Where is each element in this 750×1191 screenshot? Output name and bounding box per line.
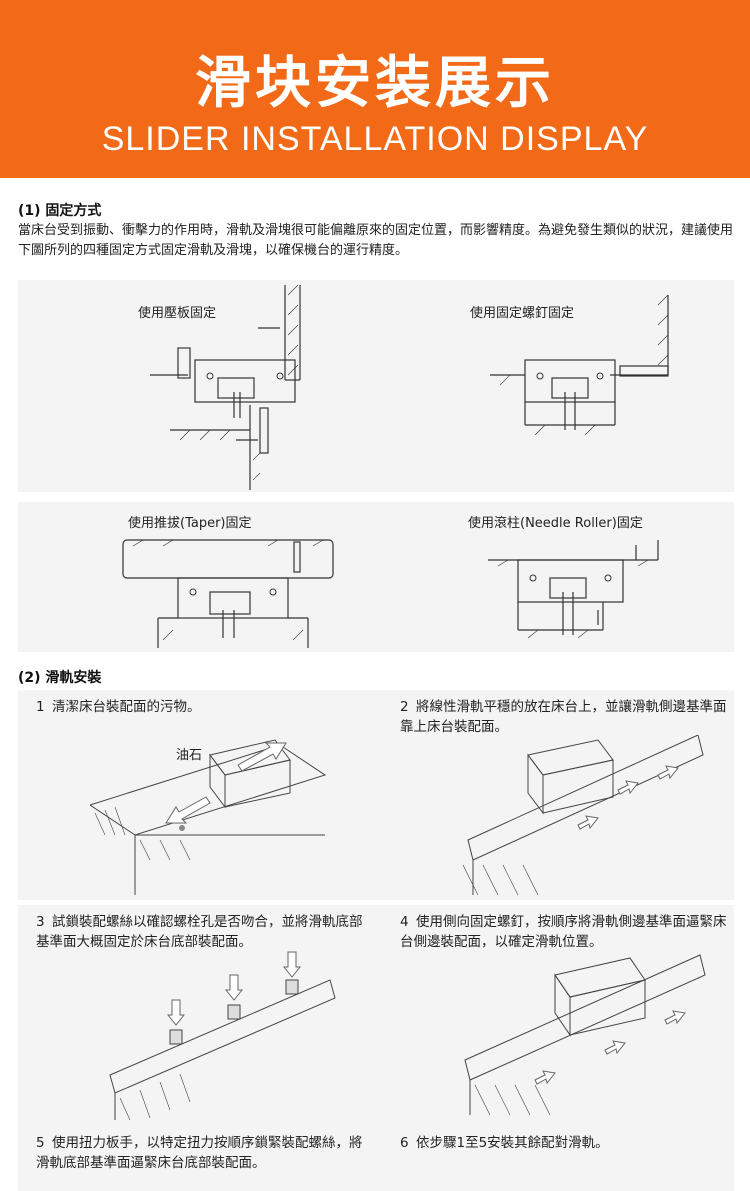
method-caption-screw: 使用固定螺釘固定 [470, 306, 575, 321]
method-caption-taper: 使用推拔(Taper)固定 [128, 516, 252, 531]
install-panel-row2 [18, 905, 734, 1130]
banner-subtitle: SLIDER INSTALLATION DISPLAY [101, 120, 649, 158]
screw-fixing-drawing [480, 280, 680, 492]
side-screw-drawing [455, 950, 710, 1125]
taper-fixing-drawing [118, 530, 348, 652]
clamp-fixing-drawing [140, 280, 340, 492]
place-rail-drawing [458, 735, 708, 900]
method-caption-clamp: 使用壓板固定 [138, 306, 217, 321]
install-panel-row3 [18, 1125, 734, 1191]
banner-title: 滑块安装展示 [195, 51, 555, 116]
section-fixing-description: 當床台受到振動、衝擊力的作用時，滑軌及滑塊很可能偏離原來的固定位置，而影響精度。… [18, 223, 734, 258]
header-banner: 滑块安装展示 SLIDER INSTALLATION DISPLAY [0, 0, 750, 178]
section-rail-install-title: (2) 滑軌安裝 [18, 670, 102, 686]
section-fixing-title: (1) 固定方式 [18, 203, 102, 219]
needle-roller-fixing-drawing [478, 530, 678, 652]
fixing-panel-bottom [18, 502, 734, 652]
trial-screw-drawing [100, 950, 340, 1125]
clean-surface-drawing [90, 735, 330, 900]
method-caption-needle-roller: 使用滾柱(Needle Roller)固定 [468, 516, 643, 531]
oil-stone-label: 油石 [176, 748, 203, 763]
